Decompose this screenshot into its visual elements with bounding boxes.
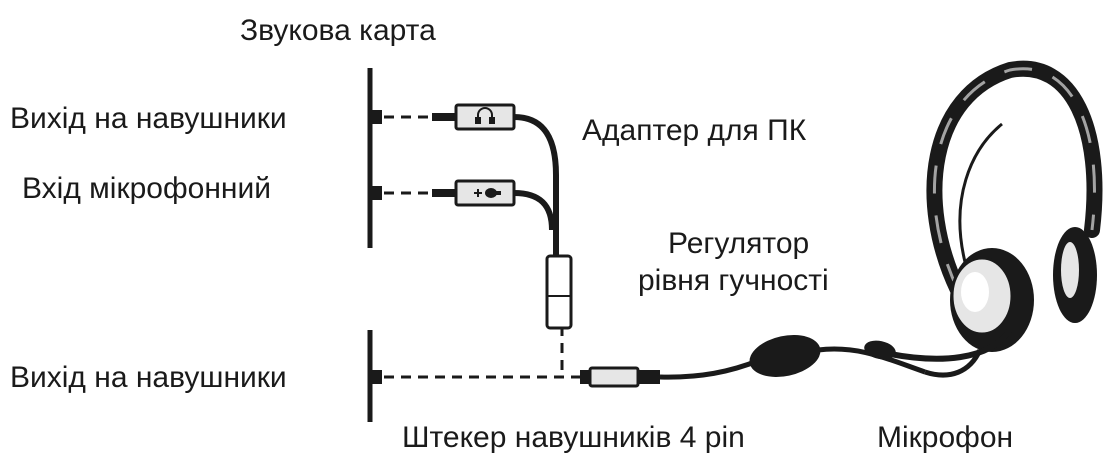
microphone-symbol-icon (474, 188, 501, 198)
label-headphone-out-top: Вихід на навушники (10, 102, 287, 135)
headset (864, 60, 1103, 378)
headset-cable (580, 335, 926, 388)
plug-4pin-body (588, 366, 640, 388)
label-sound-card: Звукова карта (240, 14, 436, 47)
jack-headphone-out-top (370, 110, 382, 124)
label-adapter: Адаптер для ПК (582, 114, 807, 147)
label-microphone: Мікрофон (877, 421, 1013, 454)
volume-control (749, 335, 821, 377)
microphone-boom (877, 327, 1013, 362)
label-mic-in: Вхід мікрофонний (22, 172, 271, 205)
jack-headphone-out-bottom (370, 370, 382, 384)
jack-mic-in (370, 186, 382, 200)
plug-4pin (580, 370, 590, 384)
label-headphone-out-bottom: Вихід на навушники (10, 361, 287, 394)
adapter-socket (545, 254, 573, 330)
label-volume-control-line2: рівня гучності (638, 264, 829, 297)
dashed-connections (384, 115, 580, 379)
label-volume-control-line1: Регулятор (668, 227, 809, 260)
label-plug-4pin: Штекер навушників 4 pin (402, 421, 745, 454)
pc-adapter (432, 103, 573, 330)
headphone-symbol-icon (475, 107, 495, 124)
microphone-capsule (864, 340, 896, 360)
